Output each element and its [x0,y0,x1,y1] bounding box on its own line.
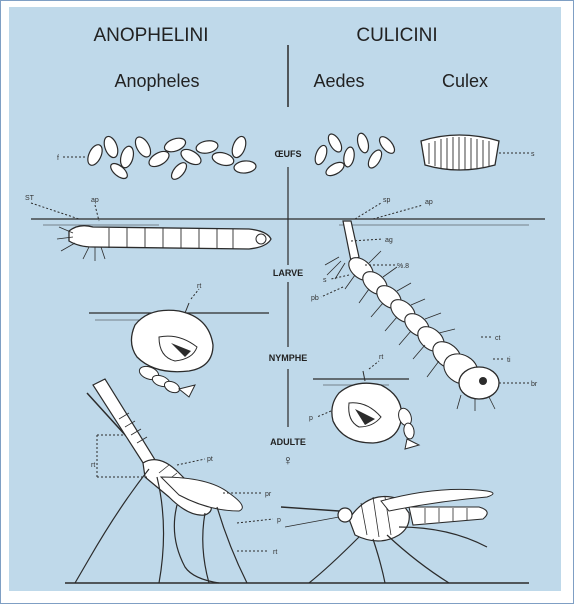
aedes-eggs [313,132,397,178]
stage-eggs: ŒUFS [275,149,302,159]
heading-anopheles: Anopheles [114,71,199,91]
culex-egg-raft: s [421,135,535,170]
label-larva-ag: ag [385,237,393,244]
label-adult-rt2: rt [273,549,277,556]
anopheles-eggs: f [57,134,256,181]
stage-larva: LARVE [273,268,303,278]
label-larva-sp: sp [383,197,391,204]
label-pupa-rt: rt [197,283,201,290]
heading-culicini: CULICINI [356,25,437,46]
mosquito-lifecycle-diagram: ANOPHELINI CULICINI Anopheles Aedes Cule… [9,7,561,591]
label-adult-pr: pr [265,491,272,498]
label-pupa-p: p [309,415,313,422]
label-larva-ap: ap [91,197,99,204]
label-larva-pb: pb [311,295,319,302]
label-larva-s: s [323,277,327,284]
label-larva-br: br [531,381,538,388]
stage-adult: ADULTE [270,437,306,447]
label-larva-ap2: ap [425,199,433,206]
figure-panel: ANOPHELINI CULICINI Anopheles Aedes Cule… [9,7,561,591]
stage-adult-female-symbol: ♀ [283,452,294,468]
label-adult-rt: rt [91,462,95,469]
label-adult-pt: pt [207,456,213,463]
heading-anophelini: ANOPHELINI [93,25,208,46]
stage-pupa: NYMPHE [269,353,308,363]
label-larva-pct8: %.8 [397,263,409,270]
heading-aedes: Aedes [313,71,364,91]
culicine-pupa: rt p [309,354,419,449]
label-adult-p: p [277,517,281,524]
label-eggs-f: f [57,155,59,162]
anopheles-larva: ST ap [25,195,271,261]
anopheles-adult: rt pt [75,379,247,583]
label-larva-ti: ti [507,357,511,364]
anopheles-pupa: rt [89,283,269,397]
heading-culex: Culex [442,71,488,91]
culicine-adult [281,489,493,583]
label-eggs-s: s [531,151,535,158]
label-pupa-rt2: rt [379,354,383,361]
label-larva-st: ST [25,195,35,202]
label-larva-ct: ct [495,335,501,342]
